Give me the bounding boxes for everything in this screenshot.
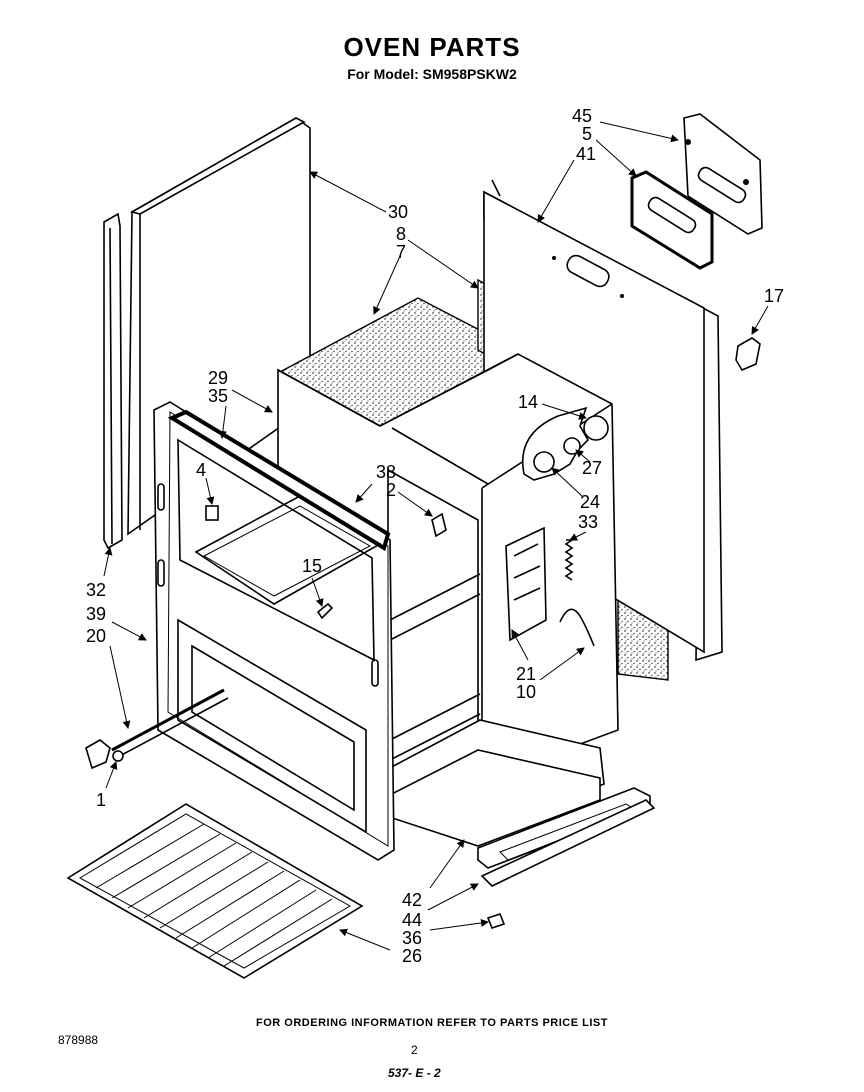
callout-17: 17 bbox=[764, 286, 784, 306]
callout-36: 36 bbox=[402, 928, 422, 948]
mounting-bracket bbox=[735, 337, 761, 372]
callout-39: 39 bbox=[86, 604, 106, 624]
callout-42: 42 bbox=[402, 890, 422, 910]
callout-26: 26 bbox=[402, 946, 422, 966]
callout-29: 29 bbox=[208, 368, 228, 388]
callout-30: 30 bbox=[388, 202, 408, 222]
callout-33: 33 bbox=[578, 512, 598, 532]
vent-cover-plate bbox=[683, 113, 763, 235]
callout-45: 45 bbox=[572, 106, 592, 126]
model-line: For Model: SM958PSKW2 bbox=[347, 66, 517, 82]
liner-bracket bbox=[431, 512, 447, 538]
callout-15: 15 bbox=[302, 556, 322, 576]
callout-2: 2 bbox=[386, 480, 396, 500]
callout-14: 14 bbox=[518, 392, 538, 412]
side-trim-strip bbox=[103, 212, 123, 550]
leader-lines bbox=[103, 121, 769, 951]
callout-20: 20 bbox=[86, 626, 106, 646]
document-number: 878988 bbox=[58, 1033, 99, 1047]
spring bbox=[564, 539, 575, 581]
callout-5: 5 bbox=[582, 124, 592, 144]
slide-rail bbox=[477, 787, 656, 887]
callout-41: 41 bbox=[576, 144, 596, 164]
callout-44: 44 bbox=[402, 910, 422, 930]
page-title: OVEN PARTS bbox=[343, 32, 521, 62]
page-code: 537- E - 2 bbox=[388, 1066, 441, 1080]
callout-32: 32 bbox=[86, 580, 106, 600]
callout-27: 27 bbox=[582, 458, 602, 478]
vent-frame bbox=[505, 526, 547, 642]
oven-rack-inner bbox=[194, 495, 382, 605]
callout-38: 38 bbox=[376, 462, 396, 482]
small-clip bbox=[316, 602, 334, 620]
vent-gasket bbox=[630, 170, 714, 270]
broil-element bbox=[85, 688, 229, 770]
callout-24: 24 bbox=[580, 492, 600, 512]
callout-8: 8 bbox=[396, 224, 406, 244]
callout-35: 35 bbox=[208, 386, 228, 406]
callout-21: 21 bbox=[516, 664, 536, 684]
callout-4: 4 bbox=[196, 460, 206, 480]
callout-1: 1 bbox=[96, 790, 106, 810]
callout-10: 10 bbox=[516, 682, 536, 702]
callout-7: 7 bbox=[396, 242, 406, 262]
page-number: 2 bbox=[411, 1043, 418, 1057]
wire-harness bbox=[559, 608, 595, 647]
ordering-note: FOR ORDERING INFORMATION REFER TO PARTS … bbox=[256, 1017, 608, 1029]
leveling-leg bbox=[486, 913, 506, 929]
oven-rack bbox=[66, 803, 364, 979]
clip bbox=[205, 505, 219, 521]
